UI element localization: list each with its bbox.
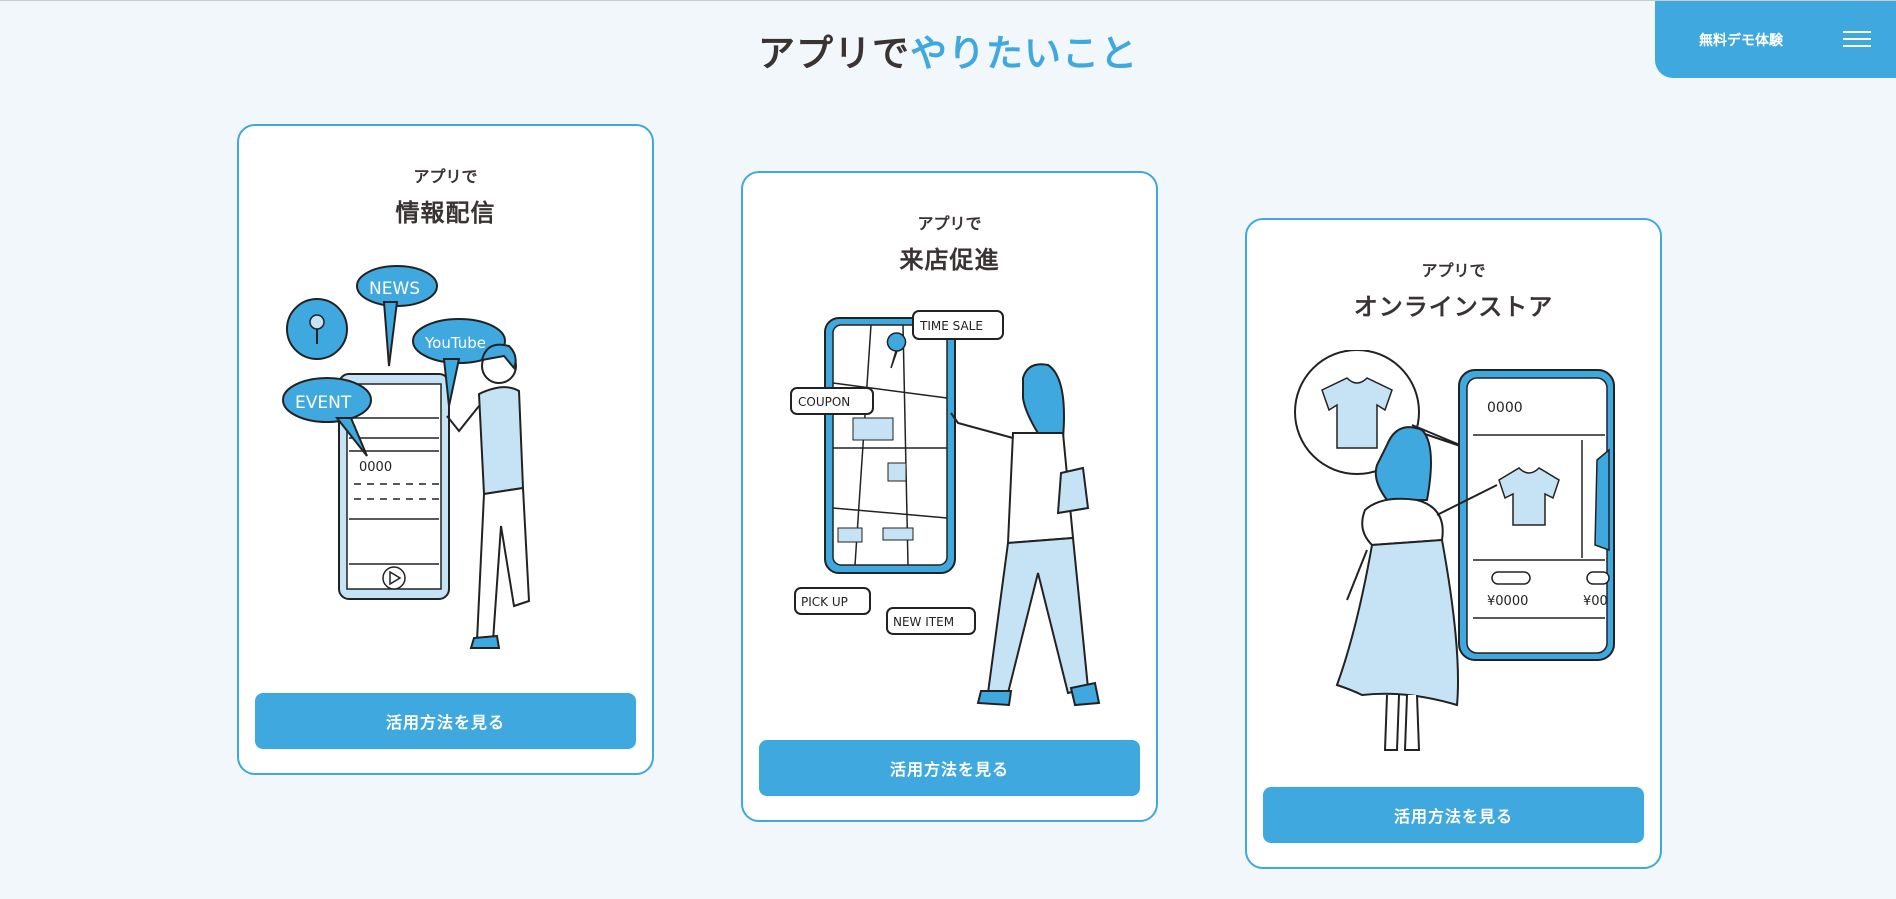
card-title: 情報配信 bbox=[395, 199, 496, 227]
card-subtitle: アプリで bbox=[917, 214, 982, 233]
svg-text:0000: 0000 bbox=[359, 460, 392, 475]
svg-text:TIME SALE: TIME SALE bbox=[919, 319, 983, 333]
view-usage-button[interactable]: 活用方法を見る bbox=[759, 740, 1140, 796]
svg-text:YouTube: YouTube bbox=[424, 334, 486, 352]
card-store-visit: アプリで 来店促進 TIME SALE COUPON PICK UP NEW I… bbox=[741, 171, 1158, 822]
info-delivery-illustration-icon: 0000 NEWS YouTube EVENT bbox=[282, 265, 531, 649]
svg-text:¥0000: ¥0000 bbox=[1487, 594, 1528, 609]
svg-text:PICK UP: PICK UP bbox=[801, 595, 848, 609]
card-subtitle: アプリで bbox=[1421, 261, 1486, 280]
card-info-delivery: アプリで 情報配信 0000 NEWS YouTube EVENT 活用方法を見… bbox=[237, 124, 654, 775]
page-title-accent: やりたいこと bbox=[910, 32, 1138, 75]
hamburger-menu-icon[interactable] bbox=[1843, 31, 1871, 48]
svg-text:COUPON: COUPON bbox=[798, 395, 850, 409]
page-title: アプリでやりたいこと bbox=[0, 23, 1896, 77]
card-online-store: アプリで オンラインストア 0000 ¥0000 ¥00 活用方法を見る bbox=[1245, 218, 1662, 869]
svg-text:EVENT: EVENT bbox=[295, 393, 352, 413]
free-demo-label: 無料デモ体験 bbox=[1699, 32, 1783, 49]
card-title: オンラインストア bbox=[1353, 293, 1554, 321]
svg-text:NEW ITEM: NEW ITEM bbox=[893, 615, 954, 629]
svg-text:¥00: ¥00 bbox=[1583, 594, 1608, 609]
card-subtitle: アプリで bbox=[413, 167, 478, 186]
store-visit-illustration-icon: TIME SALE COUPON PICK UP NEW ITEM bbox=[790, 310, 1101, 707]
view-usage-button[interactable]: 活用方法を見る bbox=[1263, 787, 1644, 843]
card-title: 来店促進 bbox=[899, 246, 1000, 274]
online-store-illustration-icon: 0000 ¥0000 ¥00 bbox=[1294, 350, 1615, 751]
svg-text:NEWS: NEWS bbox=[369, 279, 420, 299]
svg-text:0000: 0000 bbox=[1487, 400, 1523, 416]
page-title-main: アプリで bbox=[758, 32, 910, 75]
free-demo-button[interactable]: 無料デモ体験 bbox=[1655, 1, 1896, 78]
view-usage-button[interactable]: 活用方法を見る bbox=[255, 693, 636, 749]
